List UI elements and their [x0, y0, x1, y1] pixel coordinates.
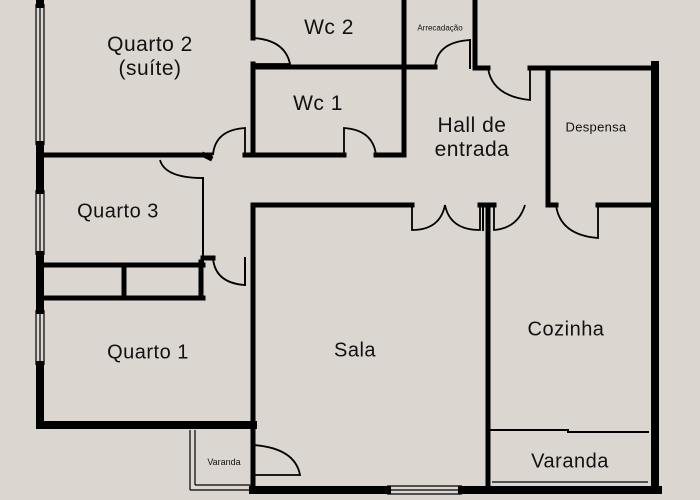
window-sala	[387, 485, 462, 495]
room-label-varanda-sala: Varanda	[207, 456, 241, 467]
varanda-cozinha-railing	[492, 481, 648, 488]
window-quarto2	[35, 4, 45, 145]
window-quarto1	[35, 310, 45, 365]
room-label-cozinha: Cozinha	[527, 318, 605, 341]
window-quarto3	[35, 190, 45, 255]
room-label-quarto1: Quarto 1	[107, 341, 189, 364]
room-label-quarto3: Quarto 3	[77, 200, 159, 223]
room-label-quarto2: Quarto 2 (suíte)	[107, 33, 193, 81]
room-label-varanda-cozinha: Varanda	[531, 450, 609, 473]
room-label-sala: Sala	[333, 339, 377, 362]
room-label-wc2: Wc 2	[304, 15, 354, 39]
hall-name-line1: Hall de	[437, 113, 507, 137]
quarto2-subtitle: (suíte)	[118, 57, 182, 80]
interior-walls	[36, 0, 662, 494]
room-label-hall: Hall de entrada	[435, 114, 510, 162]
quarto2-name: Quarto 2	[107, 32, 193, 56]
room-label-despensa: Despensa	[565, 119, 627, 135]
room-label-wc1: Wc 1	[293, 91, 343, 115]
hall-name-line2: entrada	[434, 138, 510, 161]
room-label-arrecadacao: Arrecadação	[417, 23, 463, 33]
varanda-sala-railing	[189, 430, 253, 491]
doors	[159, 37, 599, 476]
